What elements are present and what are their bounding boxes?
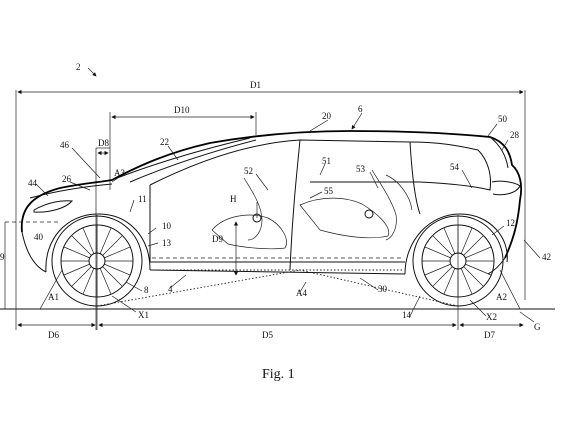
label-52: 52 [244, 166, 253, 176]
label-51: 51 [322, 156, 331, 166]
label-2: 2 [76, 62, 81, 72]
label-a3: A3 [114, 168, 125, 178]
label-40: 40 [34, 232, 44, 242]
dimension-d10 [109, 112, 257, 190]
label-a4: A4 [296, 288, 307, 298]
h-point-rear [364, 209, 374, 219]
label-9: 9 [0, 252, 5, 262]
dimension-d6 [15, 300, 96, 330]
label-28: 28 [510, 130, 520, 140]
approach-angle-line [39, 269, 63, 310]
label-12: 12 [506, 218, 515, 228]
label-44: 44 [28, 178, 38, 188]
label-11: 11 [138, 194, 147, 204]
label-55: 55 [324, 186, 334, 196]
label-d9: D9 [212, 234, 223, 244]
label-x1: X1 [138, 310, 149, 320]
label-46: 46 [60, 140, 70, 150]
vehicle-body [20, 130, 523, 275]
label-d7: D7 [484, 330, 495, 340]
label-6: 6 [358, 104, 363, 114]
label-8: 8 [144, 285, 149, 295]
label-4: 4 [168, 284, 173, 294]
label-42: 42 [542, 252, 551, 262]
label-d5: D5 [262, 330, 273, 340]
label-26: 26 [62, 174, 72, 184]
label-13: 13 [162, 238, 172, 248]
label-50: 50 [498, 114, 508, 124]
label-d8: D8 [98, 138, 109, 148]
label-22: 22 [160, 137, 169, 147]
label-53: 53 [356, 164, 366, 174]
label-x2: X2 [486, 312, 497, 322]
label-g: G [534, 322, 541, 332]
departure-angle-line [499, 269, 521, 310]
dimension-d8 [95, 147, 110, 330]
label-a2: A2 [496, 292, 507, 302]
label-54: 54 [450, 162, 460, 172]
label-h: H [230, 194, 237, 204]
figure-caption: Fig. 1 [262, 367, 295, 382]
label-10: 10 [162, 221, 172, 231]
occupants [211, 169, 413, 250]
label-20: 20 [322, 111, 332, 121]
label-d10: D10 [174, 105, 190, 115]
label-a1: A1 [48, 292, 59, 302]
label-14: 14 [402, 310, 412, 320]
label-30: 30 [378, 284, 388, 294]
dimension-d1 [15, 89, 526, 300]
leader-lines [35, 67, 541, 323]
label-d6: D6 [48, 330, 59, 340]
label-d1: D1 [250, 80, 261, 90]
